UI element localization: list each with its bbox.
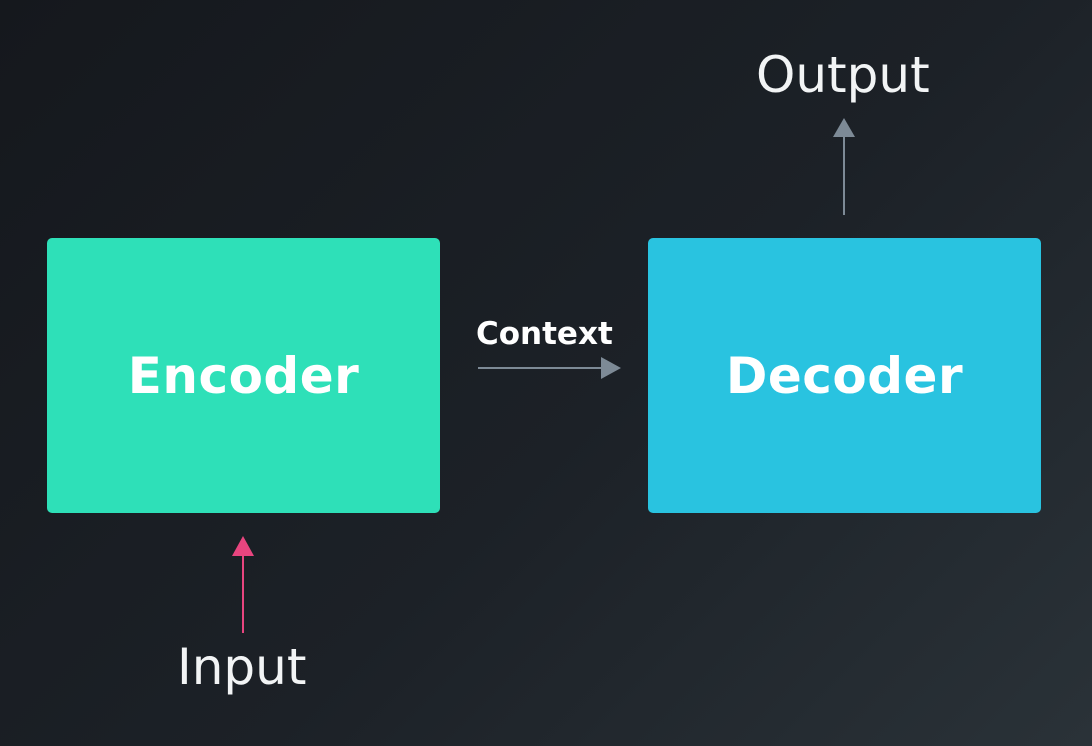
context-arrow	[478, 357, 621, 379]
output-label: Output	[756, 46, 930, 104]
encoder-box: Encoder	[47, 238, 440, 513]
context-label: Context	[476, 316, 613, 352]
decoder-label: Decoder	[725, 346, 964, 405]
decoder-box: Decoder	[648, 238, 1041, 513]
encoder-label: Encoder	[127, 346, 360, 405]
input-arrow	[232, 536, 254, 633]
input-label: Input	[177, 638, 307, 696]
output-arrow	[833, 118, 855, 215]
